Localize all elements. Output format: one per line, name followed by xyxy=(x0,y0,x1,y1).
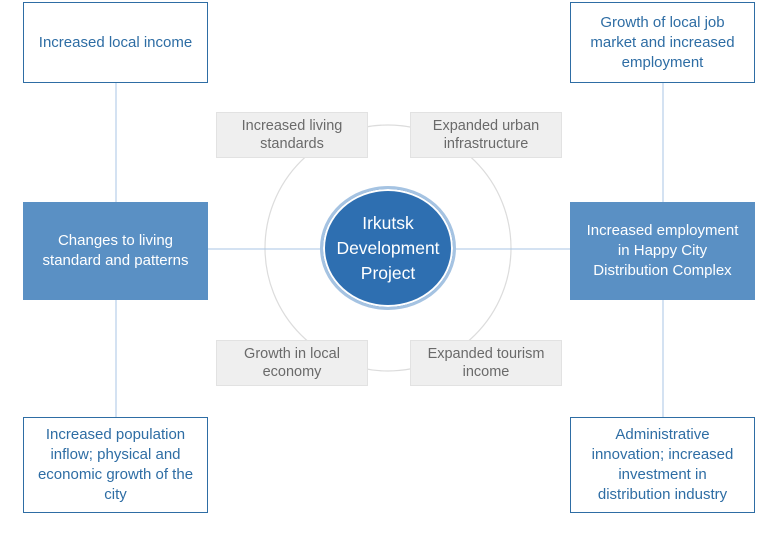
box-increased-employment-happy-city: Increased employment in Happy City Distr… xyxy=(570,202,755,300)
box-label: Increased local income xyxy=(38,33,193,51)
box-growth-local-job-market: Growth of local job market and increased… xyxy=(570,2,755,83)
center-circle-irkutsk-project: Irkutsk Development Project xyxy=(320,186,456,310)
box-changes-living-standard: Changes to living standard and patterns xyxy=(23,202,208,300)
box-increased-population-inflow: Increased population inflow; physical an… xyxy=(23,417,208,513)
box-label: Expanded tourism income xyxy=(427,346,545,380)
orbit-circle xyxy=(264,124,512,372)
box-label: Changes to living standard and patterns xyxy=(42,232,189,269)
box-label: Increased living standards xyxy=(241,118,343,152)
box-label: Expanded urban infrastructure xyxy=(432,118,540,152)
box-growth-local-economy: Growth in local economy xyxy=(216,340,368,386)
box-label: Increased employment in Happy City Distr… xyxy=(586,222,739,279)
box-expanded-urban-infrastructure: Expanded urban infrastructure xyxy=(410,112,562,158)
box-increased-living-standards: Increased living standards xyxy=(216,112,368,158)
box-label: Increased population inflow; physical an… xyxy=(37,426,194,503)
box-increased-local-income: Increased local income xyxy=(23,2,208,83)
box-label: Growth in local economy xyxy=(244,346,340,380)
box-expanded-tourism-income: Expanded tourism income xyxy=(410,340,562,386)
box-administrative-innovation: Administrative innovation; increased inv… xyxy=(570,417,755,513)
center-label: Irkutsk Development Project xyxy=(336,212,440,283)
box-label: Growth of local job market and increased… xyxy=(590,13,735,71)
box-label: Administrative innovation; increased inv… xyxy=(591,426,734,503)
